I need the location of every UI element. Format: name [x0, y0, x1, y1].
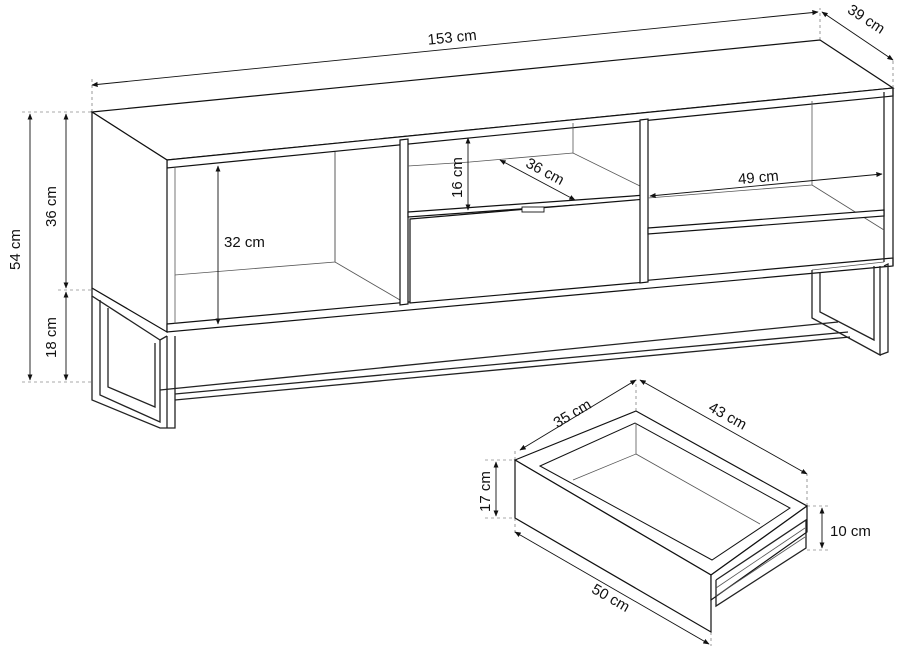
- total-height-label: 54 cm: [7, 229, 24, 270]
- right-shelf-width-dimension-line: [649, 172, 883, 198]
- leg-height-label: 18 cm: [43, 317, 60, 358]
- depth-label: 39 cm: [844, 1, 888, 38]
- niche-depth-dimension-line: [499, 159, 576, 201]
- width-dimension-line: [91, 10, 819, 87]
- drawer-width-label: 43 cm: [706, 399, 750, 434]
- drawer-side-panel: [710, 504, 808, 602]
- drawer-width-dimension-line: [639, 379, 808, 475]
- right-shelf: [647, 209, 885, 235]
- drawer: [513, 410, 809, 634]
- right-shelf-width-label: 49 cm: [737, 168, 779, 188]
- cabinet-dimensions: 153 cm 39 cm 54 cm 36 cm 18 cm 32 cm 16 …: [7, 1, 894, 383]
- drawer-front-width-dimension-line: [514, 531, 710, 645]
- width-label: 153 cm: [427, 27, 478, 49]
- body-height-label: 36 cm: [43, 186, 60, 227]
- drawer-depth-dimension-line: [519, 379, 637, 451]
- drawer-side-height-label: 10 cm: [830, 523, 871, 540]
- metal-frame: [91, 262, 889, 429]
- niche-height-label: 16 cm: [449, 157, 466, 198]
- drawer-front-height-label: 17 cm: [477, 471, 494, 512]
- divider-left: [399, 138, 409, 306]
- left-shelf-height-label: 32 cm: [224, 234, 265, 251]
- depth-dimension-line: [821, 11, 894, 61]
- drawer-handle-icon: [521, 206, 545, 213]
- drawer-depth-label: 35 cm: [551, 396, 595, 432]
- drawer-front-width-label: 50 cm: [589, 581, 633, 616]
- cabinet: [90, 39, 895, 334]
- divider-right: [639, 118, 649, 284]
